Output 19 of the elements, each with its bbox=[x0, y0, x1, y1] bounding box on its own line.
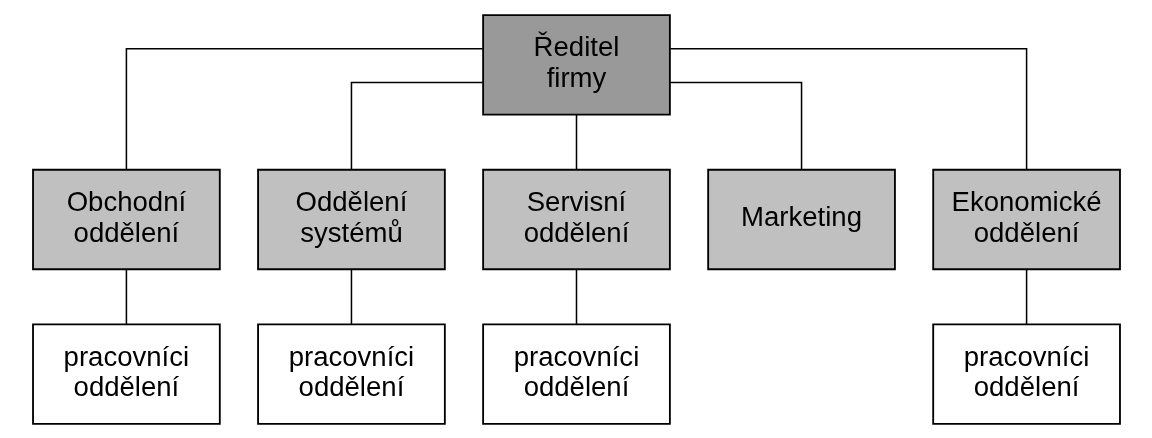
connector bbox=[669, 47, 1027, 170]
node-box: Oddělení systémů bbox=[256, 168, 446, 270]
node-box: pracovníci oddělení bbox=[481, 322, 671, 425]
connector bbox=[668, 81, 802, 170]
node-box: Marketing bbox=[706, 168, 896, 270]
connector bbox=[575, 113, 577, 170]
node-box: Ekonomické oddělení bbox=[931, 168, 1121, 270]
connector bbox=[350, 268, 352, 325]
node-box: Obchodní oddělení bbox=[31, 168, 221, 270]
node-box: Servisní oddělení bbox=[481, 168, 671, 270]
connector bbox=[350, 81, 484, 170]
node-box: Ředitel firmy bbox=[481, 13, 671, 116]
connector bbox=[1025, 268, 1027, 325]
connector bbox=[125, 47, 483, 170]
node-box: pracovníci oddělení bbox=[31, 322, 221, 425]
connector bbox=[125, 268, 127, 325]
connector bbox=[575, 268, 577, 325]
node-box: pracovníci oddělení bbox=[931, 322, 1121, 425]
node-box: pracovníci oddělení bbox=[256, 322, 446, 425]
